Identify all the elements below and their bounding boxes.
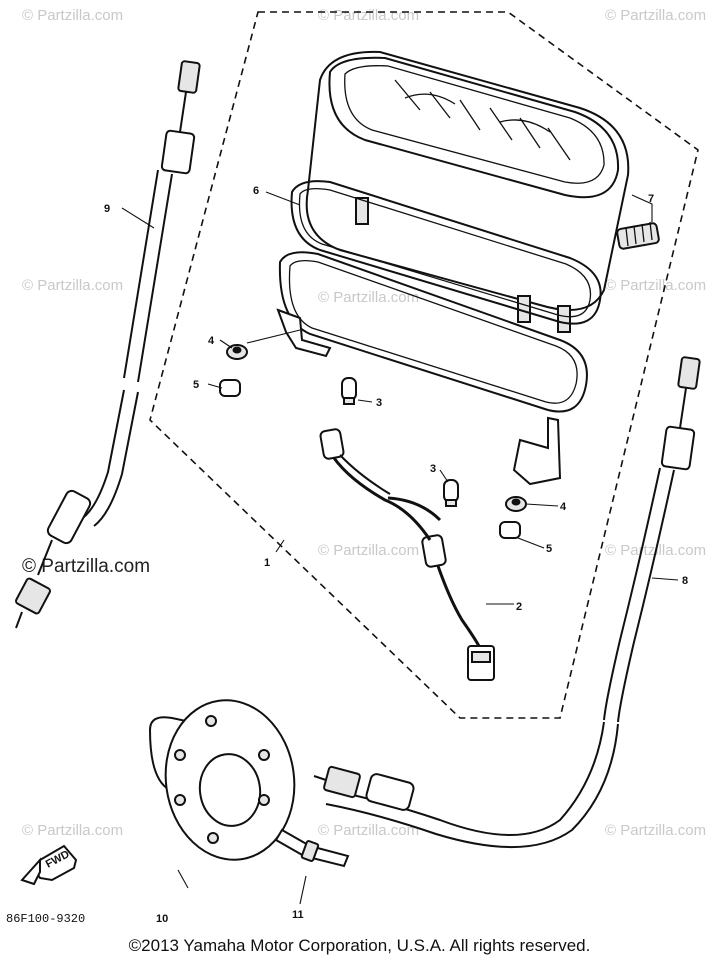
callout-number: 2 [516, 601, 522, 613]
watermark: © Partzilla.com [318, 822, 419, 839]
assembly-boundary [149, 11, 699, 719]
watermark: © Partzilla.com [318, 542, 419, 559]
callout-leaders [121, 191, 679, 905]
forward-arrow-icon: FWD [20, 844, 78, 886]
bolt-hole [207, 832, 219, 844]
callout-number: 4 [208, 335, 215, 347]
case-bracket [512, 416, 562, 486]
watermark-layer: © Partzilla.com © Partzilla.com © Partzi… [22, 7, 706, 839]
meter-housing [305, 50, 630, 333]
copyright-notice: ©2013 Yamaha Motor Corporation, U.S.A. A… [128, 936, 591, 955]
callout-number: 6 [253, 185, 259, 197]
callout-number: 11 [292, 909, 304, 921]
watermark: © Partzilla.com [22, 822, 123, 839]
callout-labels: 1 2 3 3 4 4 5 5 6 7 8 9 10 11 [104, 185, 688, 925]
drive-pin [274, 828, 350, 868]
callout-number: 9 [104, 203, 110, 215]
meter-lower-case [276, 251, 588, 486]
watermark: © Partzilla.com [22, 277, 123, 294]
watermark: © Partzilla.com [318, 289, 419, 306]
grommet-right [505, 496, 527, 512]
watermark: © Partzilla.com [318, 7, 419, 24]
callout-number: 4 [560, 501, 567, 513]
cable-right [313, 356, 701, 849]
watermark: © Partzilla.com [605, 7, 706, 24]
nut-right [499, 521, 521, 539]
watermark: © Partzilla.com [605, 277, 706, 294]
callout-number: 1 [264, 557, 270, 569]
bolt-hole [174, 794, 186, 806]
reset-knob [616, 221, 660, 250]
case-bracket [276, 308, 332, 358]
bolt-hole [205, 715, 217, 727]
bolt-hole [258, 749, 270, 761]
callout-number: 5 [546, 543, 552, 555]
watermark: © Partzilla.com [22, 7, 123, 24]
cable-left [15, 60, 201, 629]
bolt-hole [258, 794, 270, 806]
leader-line [246, 329, 301, 344]
grommet-left [226, 344, 248, 360]
diagram-code: 86F100-9320 [6, 912, 85, 926]
bulb-lower [443, 479, 459, 507]
meter-gear-unit [148, 699, 296, 861]
callout-number: 5 [193, 379, 199, 391]
mounting-stud [355, 197, 369, 225]
callout-number: 3 [376, 397, 382, 409]
watermark: © Partzilla.com [605, 822, 706, 839]
nut-left [219, 379, 241, 397]
callout-number: 7 [648, 193, 654, 205]
callout-number: 10 [156, 913, 168, 925]
wire-harness [319, 428, 495, 681]
socket [421, 534, 447, 568]
bulb-upper [341, 377, 357, 405]
callout-number: 8 [682, 575, 688, 587]
callout-number: 3 [430, 463, 436, 475]
watermark-main: © Partzilla.com [22, 556, 150, 577]
bolt-hole [174, 749, 186, 761]
mounting-stud [557, 305, 571, 333]
meter-gasket [290, 180, 602, 325]
